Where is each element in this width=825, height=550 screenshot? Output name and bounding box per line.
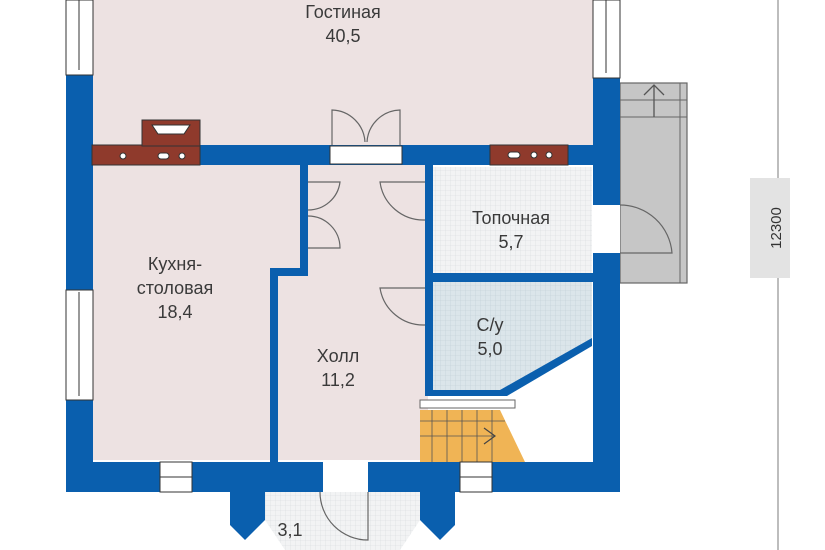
- room-area-boiler: 5,7: [498, 232, 523, 252]
- room-area-porch: 3,1: [277, 520, 302, 540]
- room-bathroom: [430, 282, 592, 392]
- door-swings: [307, 109, 673, 541]
- room-boiler: [430, 167, 592, 274]
- room-area-bathroom: 5,0: [477, 339, 502, 359]
- room-label-living: Гостиная: [305, 2, 381, 22]
- stairs: [419, 399, 525, 462]
- dimension-line: 12300: [750, 0, 790, 550]
- terrace: [619, 82, 688, 284]
- chimney-left: [91, 119, 201, 166]
- room-area-hall: 11,2: [321, 370, 355, 390]
- room-label-kitchen-1: Кухня-: [148, 254, 202, 274]
- room-label-hall: Холл: [317, 346, 359, 366]
- room-label-bathroom: С/у: [477, 315, 504, 335]
- room-label-kitchen-2: столовая: [137, 278, 214, 298]
- room-area-living: 40,5: [325, 26, 360, 46]
- room-area-kitchen: 18,4: [157, 302, 192, 322]
- entrance-doorway: [323, 462, 368, 492]
- chimney-right: [489, 144, 569, 166]
- doorway: [329, 145, 403, 165]
- room-porch: [265, 492, 420, 550]
- dimension-label: 12300: [768, 207, 785, 249]
- room-label-boiler: Топочная: [472, 208, 550, 228]
- room-kitchen: [92, 165, 302, 460]
- terrace-doorway: [593, 205, 620, 253]
- arrow-right-icon: [483, 427, 497, 445]
